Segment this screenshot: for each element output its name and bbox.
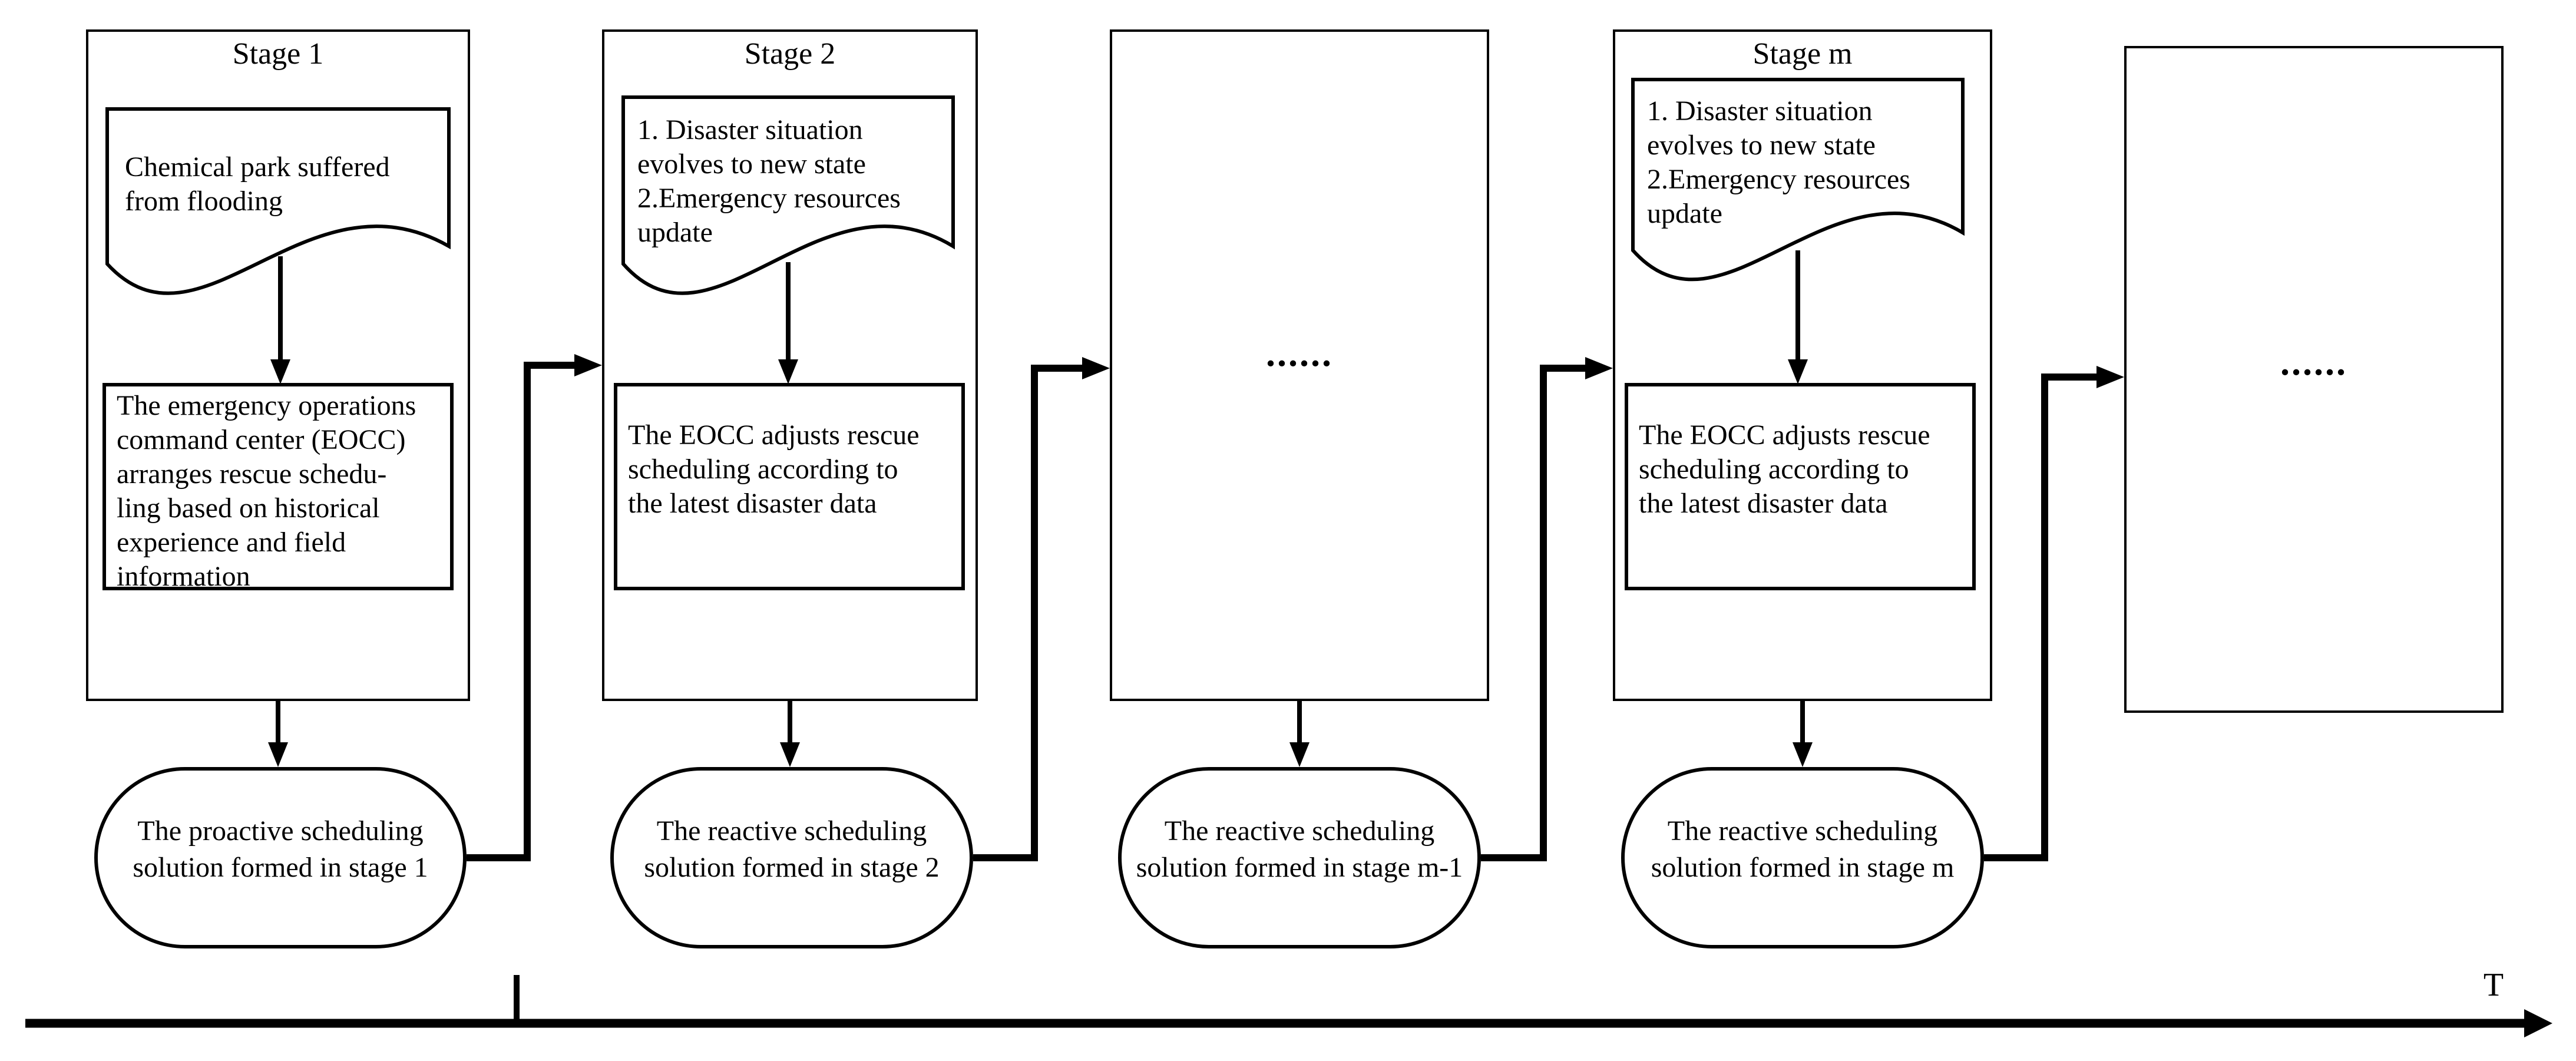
stage-1-result-text: The proactive scheduling solution formed… [133, 815, 428, 883]
arrowhead-icon [2096, 366, 2124, 388]
timeline-label: T [2483, 967, 2504, 1003]
connector-stage-2-to-stage-m-1 [973, 357, 1110, 861]
process-box-stage-2 [614, 383, 965, 590]
process-box-stage-m [1625, 383, 1976, 590]
ellipsis-panel-1 [1110, 29, 1489, 701]
arrowhead-icon [1793, 742, 1813, 767]
connector-line [1984, 374, 2098, 861]
arrow-panel-to-result-stage-2 [780, 701, 800, 767]
stage-m-1-result-text: The reactive scheduling solution formed … [1136, 815, 1463, 883]
arrow-panel-to-result-stage-m-1 [1289, 701, 1310, 767]
stage-1-title: Stage 1 [232, 37, 324, 71]
stage-m-title: Stage m [1752, 37, 1853, 71]
arrowhead-icon [1585, 357, 1613, 379]
ellipsis-1-text: ...... [1266, 332, 1333, 374]
connector-stage-m-1-to-stage-m [1481, 357, 1613, 861]
connector-stage-1-to-stage-2 [467, 354, 602, 861]
stage-m-document-text: 1. Disaster situation evolves to new sta… [1647, 95, 1910, 229]
result-pill-stage-m-1: The reactive scheduling solution formed … [1118, 767, 1481, 948]
arrow-panel-to-result-stage-m [1793, 701, 1813, 767]
ellipsis-panel-2 [2124, 46, 2504, 713]
timeline [25, 975, 2552, 1037]
arrowhead-icon [1082, 357, 1110, 379]
stage-1-document-text: Chemical park suffered from flooding [125, 151, 390, 217]
stage-2-title: Stage 2 [744, 37, 836, 71]
arrowhead-icon [574, 354, 602, 376]
result-pill-stage-2: The reactive scheduling solution formed … [610, 767, 973, 948]
stage-m-result-text: The reactive scheduling solution formed … [1651, 815, 1955, 883]
result-pill-stage-1: The proactive scheduling solution formed… [94, 767, 467, 948]
connector-line [1481, 365, 1586, 861]
arrow-panel-to-result-stage-1 [268, 701, 288, 767]
connector-stage-m-to-next [1984, 366, 2124, 861]
stage-m-process-text: The EOCC adjusts rescue scheduling accor… [1639, 419, 1930, 519]
stage-1-panel [86, 29, 470, 701]
stage-2-result-text: The reactive scheduling solution formed … [644, 815, 940, 883]
stage-2-document-text: 1. Disaster situation evolves to new sta… [637, 114, 901, 248]
ellipsis-2-text: ...... [2280, 341, 2347, 383]
process-box-stage-1 [102, 383, 454, 590]
connector-line [467, 362, 576, 861]
arrowhead-icon [268, 742, 288, 767]
stage-1-process-text: The emergency operations command center … [117, 390, 416, 592]
stage-2-process-text: The EOCC adjusts rescue scheduling accor… [628, 419, 920, 519]
timeline-arrowhead-icon [2524, 1009, 2552, 1037]
arrowhead-icon [1289, 742, 1310, 767]
arrowhead-icon [780, 742, 800, 767]
connector-line [973, 365, 1083, 861]
result-pill-stage-m: The reactive scheduling solution formed … [1621, 767, 1984, 948]
